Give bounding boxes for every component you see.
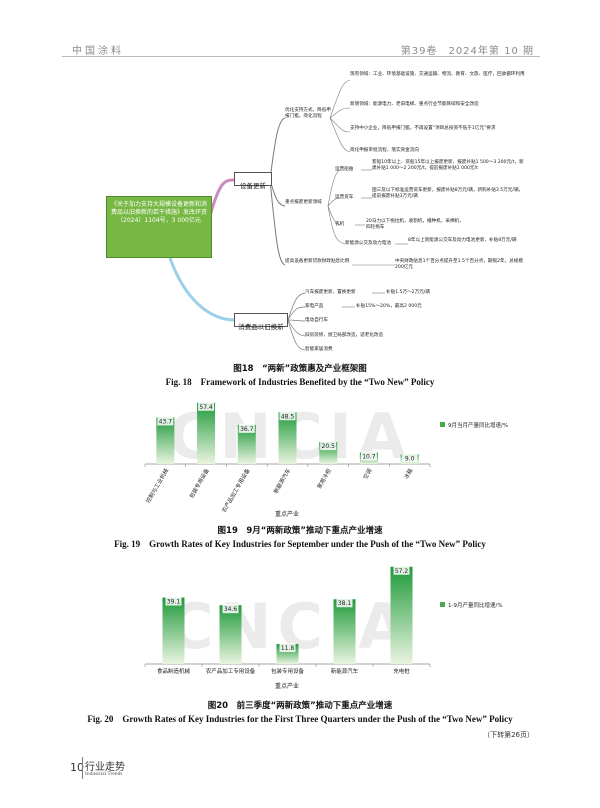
group-trucks-label: 运营货车 <box>335 195 354 200</box>
branch-consumer: 消费品以旧换新 <box>234 313 288 331</box>
value-label-bg <box>393 565 410 575</box>
journal-name: 中国涂料 <box>72 46 124 57</box>
x-axis-title: 重点产业 <box>275 510 299 518</box>
consumer-smarthome-label: 智能家居消费 <box>305 347 333 352</box>
branch-equipment-label: 设备更新 <box>240 182 266 190</box>
mindmap-center-text: 《关于加力支持大规模设备更新和消费品以旧换新的若干措施》发改环资〔2024〕11… <box>110 201 207 224</box>
value-label: 10.7 <box>362 454 376 461</box>
value-label-bg <box>401 453 418 463</box>
branch-consumer-label: 消费品以旧换新 <box>238 323 284 331</box>
fig20-caption-en: Fig. 20 Growth Rates of Key Industries f… <box>87 714 513 724</box>
footer-divider <box>82 757 83 779</box>
value-label: 36.7 <box>240 426 254 433</box>
fig19-chart: CNCIA43.7控制与工业机械57.4包装专用设备36.7农产品加工专用设备4… <box>0 390 600 550</box>
value-label-bg <box>157 416 174 426</box>
sub-key-scrap-fields: 重点报废更新领域 <box>285 200 322 205</box>
value-label-bg <box>279 411 296 421</box>
value-label: 57.2 <box>395 568 409 575</box>
value-label-bg <box>360 451 377 461</box>
consumer-appliance-text: 补贴15%～20%，最高2 000元 <box>356 304 422 309</box>
value-label: 9.0 <box>405 455 415 462</box>
group-ev-bus-text: 8年以上新能源公交车及动力电池更新，补贴8万元/辆 <box>408 238 517 243</box>
continuation-note: （下转第26页） <box>483 731 534 739</box>
bar <box>237 424 256 464</box>
value-label-bg <box>165 596 182 606</box>
value-label: 48.5 <box>281 413 295 420</box>
value-label-bg <box>238 423 255 433</box>
sub-support-method: 优化支持方式，降低申报门槛，简化流程 <box>285 108 331 120</box>
category-label: 充电桩 <box>393 667 410 675</box>
consumer-auto-text: 补贴1.5万～2万元/辆 <box>386 290 430 295</box>
footer-section-title: 行业走势 <box>85 762 125 773</box>
issue-info: 第39卷 2024年第 10 期 <box>400 46 534 57</box>
leaf-simplify-approval: 简化申报审批流程，落实资金流向 <box>350 148 419 153</box>
value-label-bg <box>198 401 215 411</box>
fig20-caption-cn: 图20 前三季度“两新政策”推动下重点产业增速 <box>207 701 393 711</box>
value-label-bg <box>279 642 296 652</box>
category-label: 农产品加工专用设备 <box>220 467 252 514</box>
value-label: 11.8 <box>281 645 295 652</box>
header-rule <box>62 56 540 57</box>
x-axis-title: 重点产业 <box>275 682 299 690</box>
value-label: 38.1 <box>338 600 352 607</box>
fig18-caption-en: Fig. 18 Framework of Industries Benefite… <box>165 377 435 387</box>
legend-swatch <box>440 602 445 607</box>
leaf-loan-interest-text: 中央财政贴息1个百分点提升至1.5个百分点，期限2年，总规模200亿元 <box>395 259 523 271</box>
value-label: 20.5 <box>322 443 336 450</box>
consumer-appliance-label: 家电产品 <box>305 304 324 309</box>
fig18-caption-cn: 图18 “两新”政策惠及产业框架图 <box>233 364 367 374</box>
value-label: 57.4 <box>199 404 213 411</box>
bar <box>278 412 297 464</box>
sub-loan-interest: 提高设备更新贷款财政贴息比例 <box>285 259 350 264</box>
group-trucks-text: 国三及以下标准运营货车更新，报废补贴8万元/辆，新购补贴3.5万元/辆，提前报废… <box>372 188 524 200</box>
legend-label: 9月当月产量同比增速/% <box>448 421 508 429</box>
bar <box>390 566 413 664</box>
value-label: 34.6 <box>224 606 238 613</box>
legend-swatch <box>440 422 445 427</box>
fig19-caption-cn: 图19 9月“两新政策”推动下重点产业增速 <box>217 526 383 536</box>
fig20-svg: CNCIA39.1食品制造机械34.6农产品加工专用设备11.8包装专用设备38… <box>144 565 503 690</box>
category-label: 新能源汽车 <box>331 667 359 675</box>
mindmap: 《关于加力支持大规模设备更新和消费品以旧换新的若干措施》发改环资〔2024〕11… <box>0 0 600 370</box>
fig19-svg: CNCIA43.7控制与工业机械57.4包装专用设备36.7农产品加工专用设备4… <box>144 400 508 518</box>
value-label: 39.1 <box>167 599 181 606</box>
category-label: 食品制造机械 <box>157 667 191 675</box>
bar <box>197 402 216 464</box>
value-label-bg <box>222 604 239 614</box>
group-agri-text: 20马力以下拖拉机，收割机，播种机，采棉机，四轮拖车 <box>366 219 464 231</box>
bar <box>156 417 175 464</box>
branch-equipment: 设备更新 <box>234 172 272 190</box>
fig19-caption-en: Fig. 19 Growth Rates of Key Industries f… <box>114 539 486 549</box>
group-ships-text: 客船10年以上、货船15年以上报废更新，报废补贴1 500～3 200元/t，新… <box>372 160 524 172</box>
consumer-ebike-label: 电动自行车 <box>305 318 328 323</box>
bar <box>162 597 185 664</box>
group-ships-label: 运营船舶 <box>335 167 354 172</box>
consumer-renovation-label: 旧房装修，厨卫局部改造，适老化改造 <box>305 333 384 338</box>
value-label-bg <box>320 441 337 451</box>
category-label: 农产品加工专用设备 <box>206 667 256 675</box>
group-ev-bus-label: 新能源公交及动力电池 <box>345 241 391 246</box>
category-label: 包装专用设备 <box>271 667 305 675</box>
leaf-sme-support: 支持中小企业，降低申报门槛，不再设置“项目总投资不低于1亿元”要求 <box>350 126 496 131</box>
value-label-bg <box>336 598 353 608</box>
consumer-auto-label: 汽车报废更新，置换更新 <box>305 290 356 295</box>
mindmap-center-box: 《关于加力支持大规模设备更新和消费品以旧换新的若干措施》发改环资〔2024〕11… <box>106 196 212 258</box>
footer-section-subtitle: Industrial Trends <box>85 771 123 777</box>
page-number: 10 <box>70 761 84 774</box>
category-label: 控制与工业机械 <box>144 467 170 505</box>
value-label: 43.7 <box>159 418 173 425</box>
group-agri-label: 农机 <box>335 222 345 227</box>
leaf-new-fields: 新增领域：能源电力、老旧电梯、重点行业节能降碳和安全改造 <box>350 102 479 107</box>
legend-label: 1-9月产量同比增速/% <box>448 601 503 609</box>
leaf-existing-fields: 现有领域：工业、环境基础设施、交通运输、物流、教育、文旅、医疗，回收循环利用 <box>350 72 525 77</box>
mindmap-connectors <box>168 79 408 351</box>
bar <box>333 599 356 664</box>
bar <box>219 605 242 664</box>
